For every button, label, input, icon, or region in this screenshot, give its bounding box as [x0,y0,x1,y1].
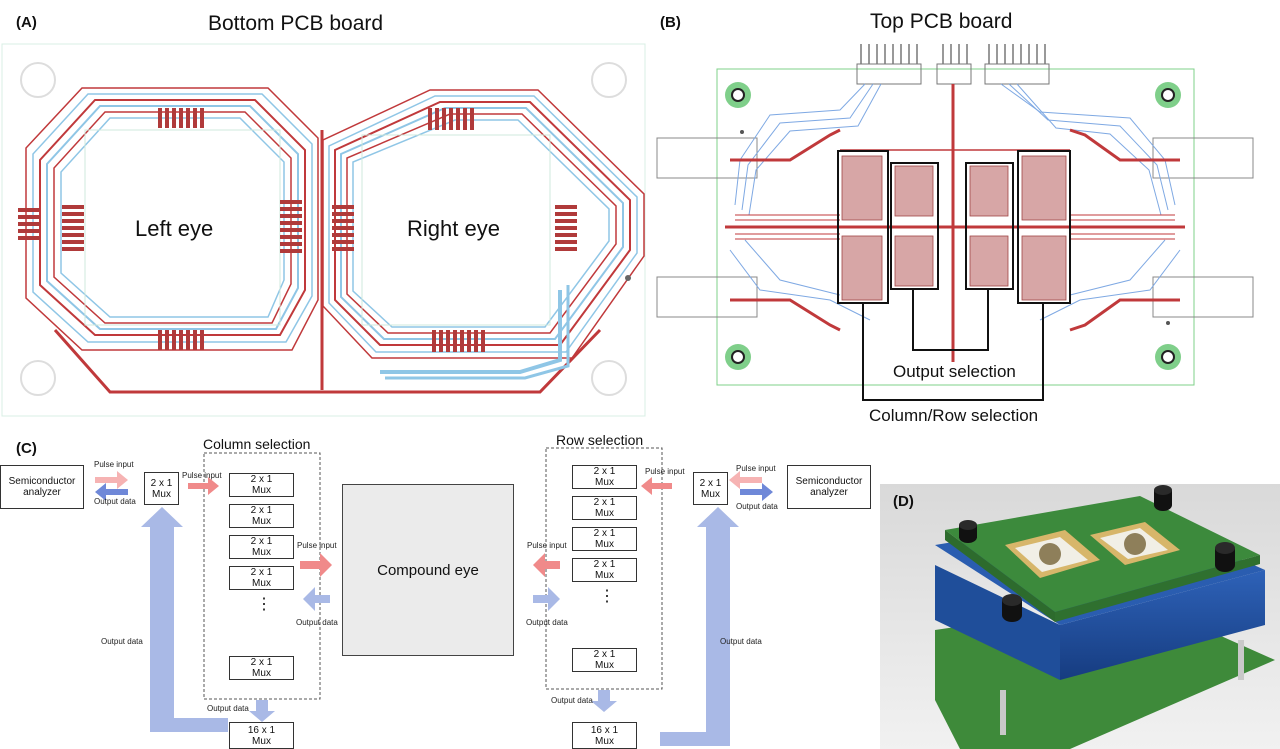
left-pulse-input-label: Pulse input [94,460,134,469]
left-2x1-mux: 2 x 1 Mux [144,472,179,505]
row-pulse-input-label: Pulse input [645,467,685,476]
left-eye-label: Left eye [135,216,214,241]
panel-a-letter: (A) [16,14,37,31]
column-mux-last: 2 x 1 Mux [229,656,294,680]
right-semiconductor-analyzer: Semiconductor analyzer [787,465,871,509]
row-side-pulse-label: Pulse input [527,541,567,550]
panel-d-letter: (D) [893,493,914,510]
row-mux-last: 2 x 1 Mux [572,648,637,672]
panel-b-title: Top PCB board [870,10,1013,33]
row-mux-2: 2 x 1 Mux [572,496,637,520]
compound-eye-box: Compound eye [342,484,514,656]
column-mux-4: 2 x 1 Mux [229,566,294,590]
row-mux-4: 2 x 1 Mux [572,558,637,582]
column-pulse-input-label: Pulse input [182,471,222,480]
left-feedback-output-label: Output data [101,637,143,646]
left-semiconductor-analyzer: Semiconductor analyzer [0,465,84,509]
row-mux-3: 2 x 1 Mux [572,527,637,551]
row-mux-1: 2 x 1 Mux [572,465,637,489]
left-output-data-label: Output data [94,497,136,506]
panel-c-letter: (C) [16,440,37,457]
right-pulse-input-label: Pulse input [736,464,776,473]
column-mux-2: 2 x 1 Mux [229,504,294,528]
column-mux-3: 2 x 1 Mux [229,535,294,559]
panel-a-title: Bottom PCB board [208,12,384,35]
row-ellipsis: ⋮ [599,588,615,605]
column-side-output-label: Output data [296,618,338,627]
right-feedback-output-label: Output data [720,637,762,646]
right-eye-label: Right eye [407,216,500,241]
output-selection-label: Output selection [893,362,1016,382]
column-bottom-output-label: Output data [207,704,249,713]
column-side-pulse-label: Pulse input [297,541,337,550]
column-ellipsis: ⋮ [256,596,272,613]
right-2x1-mux: 2 x 1 Mux [693,472,728,505]
row-16x1-mux: 16 x 1 Mux [572,722,637,749]
panel-b-letter: (B) [660,14,681,31]
row-side-output-label: Output data [526,618,568,627]
row-bottom-output-label: Output data [551,696,593,705]
column-selection-title: Column selection [203,436,311,452]
row-selection-title: Row selection [556,432,644,448]
right-output-data-label: Output data [736,502,778,511]
column-row-selection-label: Column/Row selection [869,406,1039,425]
column-mux-1: 2 x 1 Mux [229,473,294,497]
column-16x1-mux: 16 x 1 Mux [229,722,294,749]
